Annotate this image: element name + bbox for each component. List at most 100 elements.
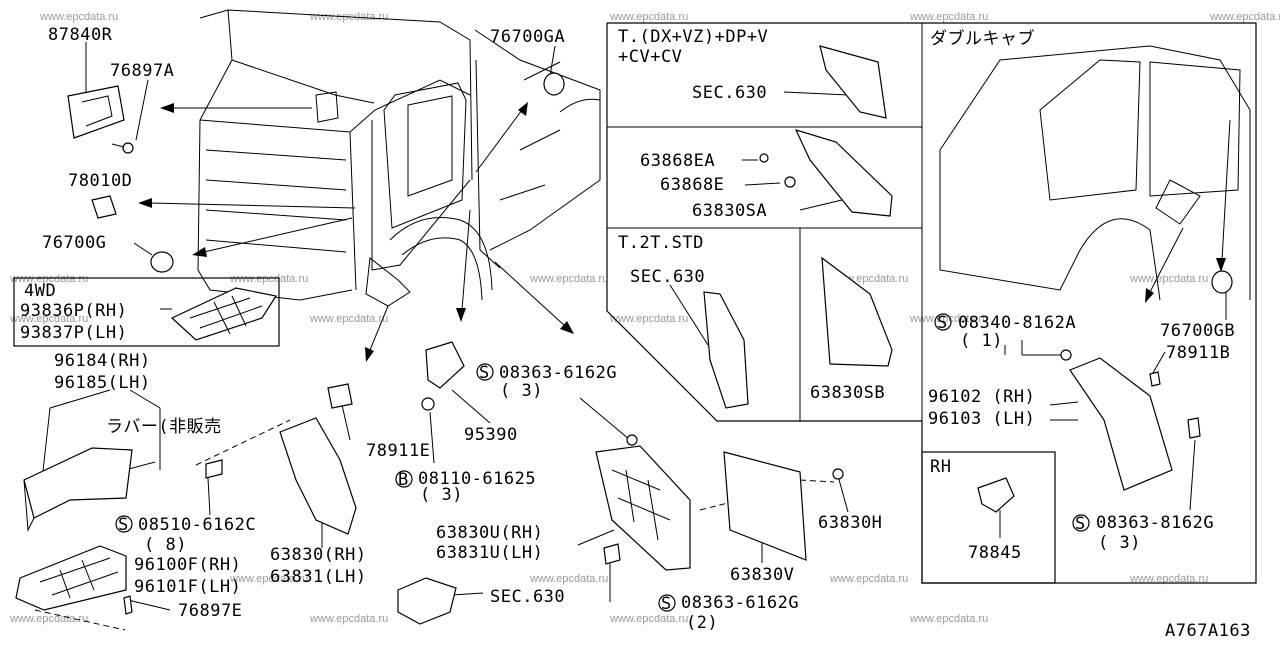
truck-cab-drawing [197,9,601,307]
label-76700g: 76700G [42,233,106,253]
label-96185: 96185(LH) [54,373,151,393]
watermark: www.epcdata.ru [829,573,908,585]
watermark: www.epcdata.ru [909,313,988,325]
label-08363-b: 08363-6162G [681,593,799,613]
label-93837p: 93837P(LH) [20,323,127,343]
label-08510-qty: ( 8) [144,535,187,555]
label-08363-c-qty: ( 3) [1098,533,1141,553]
part-labels: 87840R 76897A 78010D 76700G 76700GA 4WD … [20,25,1251,641]
watermark: www.epcdata.ru [909,613,988,625]
part-63830sa [794,129,893,217]
diagram-code: A767A163 [1165,621,1251,640]
watermark: www.epcdata.ru [309,613,388,625]
label-08110: 08110-61625 [418,469,536,489]
label-76700ga: 76700GA [490,27,565,47]
label-sec630-a: SEC.630 [692,83,767,103]
part-63830 [279,417,357,535]
label-sec630-bottom: SEC.630 [490,587,565,607]
s-marker [115,515,133,533]
watermark: www.epcdata.ru [39,11,118,23]
watermark: www.epcdata.ru [609,613,688,625]
label-76897a: 76897A [110,61,174,81]
label-08363-a-qty: ( 3) [500,381,543,401]
label-08340: 08340-8162A [958,313,1076,333]
label-variant-a: T.(DX+VZ)+DP+V [618,27,768,47]
s-marker-text: S [1075,514,1086,534]
part-bolt-08510 [205,459,223,479]
part-63830v [723,451,807,561]
watermark: www.epcdata.ru [529,273,608,285]
watermark: www.epcdata.ru [9,273,88,285]
label-87840r: 87840R [48,25,113,45]
part-bolt-08340 [1060,349,1072,361]
label-96100f: 96100F(RH) [134,555,241,575]
part-bolt-08363-c [1187,417,1201,439]
part-76897a [122,142,134,154]
part-sec630-a [819,45,887,119]
label-96103: 96103 (LH) [928,409,1035,429]
label-sec630-b: SEC.630 [630,267,705,287]
fastener-markers: S B S S S S [115,313,1090,614]
part-bolt-08363-a [626,434,638,446]
part-76700gb [1211,270,1233,294]
label-63868ea: 63868EA [640,151,715,171]
part-78911b [1149,371,1161,387]
label-63868e: 63868E [660,175,724,195]
watermark: www.epcdata.ru [609,11,688,23]
watermark: www.epcdata.ru [1129,573,1208,585]
label-variant-b: T.2T.STD [618,233,704,253]
label-78845: 78845 [968,543,1022,563]
part-step-4wd [170,287,277,341]
label-08363-a: 08363-6162G [499,363,617,383]
part-bolt-08110 [421,397,435,411]
part-78845 [977,477,1015,513]
label-76897e: 76897E [178,601,242,621]
part-96102 [1069,357,1173,491]
label-4wd: 4WD [24,281,56,301]
leader-lines [34,42,1227,631]
watermark: www.epcdata.ru [229,273,308,285]
part-63868e [784,176,796,188]
part-96184 [23,447,133,519]
s-marker-text: S [937,313,948,333]
label-63831u: 63831U(LH) [436,543,543,563]
variant-frames [606,22,1257,584]
watermark: www.epcdata.ru [609,313,688,325]
part-63830u [595,445,691,571]
part-78010d [91,195,117,219]
part-76700ga [543,72,565,96]
part-63868ea [759,153,769,163]
watermark: www.epcdata.ru [9,313,88,325]
label-63830sa: 63830SA [692,201,767,221]
parts-left [15,85,277,615]
part-76897e [123,595,133,615]
part-96100f [15,545,127,611]
s-marker-text: S [118,515,129,535]
label-08340-qty: ( 1) [960,331,1003,351]
label-63830: 63830(RH) [270,545,367,565]
label-96101f: 96101F(LH) [134,577,241,597]
part-sec630-bracket [397,577,457,625]
label-63830sb: 63830SB [810,383,885,403]
label-96184: 96184(RH) [54,351,151,371]
label-96102: 96102 (RH) [928,387,1035,407]
label-78911b: 78911B [1166,343,1230,363]
label-63831: 63831(LH) [270,567,367,587]
label-variant-a2: +CV+CV [618,47,682,67]
b-marker-text: B [398,470,409,490]
label-08110-qty: ( 3) [420,485,463,505]
s-marker [476,363,494,381]
b-marker [395,470,413,488]
s-marker [1072,514,1090,532]
label-78911e: 78911E [366,441,430,461]
watermark: www.epcdata.ru [1129,273,1208,285]
label-08363-b-qty: (2) [686,613,718,633]
label-double-cab: ダブルキャブ [930,28,1035,49]
label-08510: 08510-6162C [138,515,256,535]
s-marker-text: S [479,363,490,383]
part-87840r [67,85,125,139]
watermark: www.epcdata.ru [229,573,308,585]
label-93836p: 93836P(RH) [20,301,127,321]
